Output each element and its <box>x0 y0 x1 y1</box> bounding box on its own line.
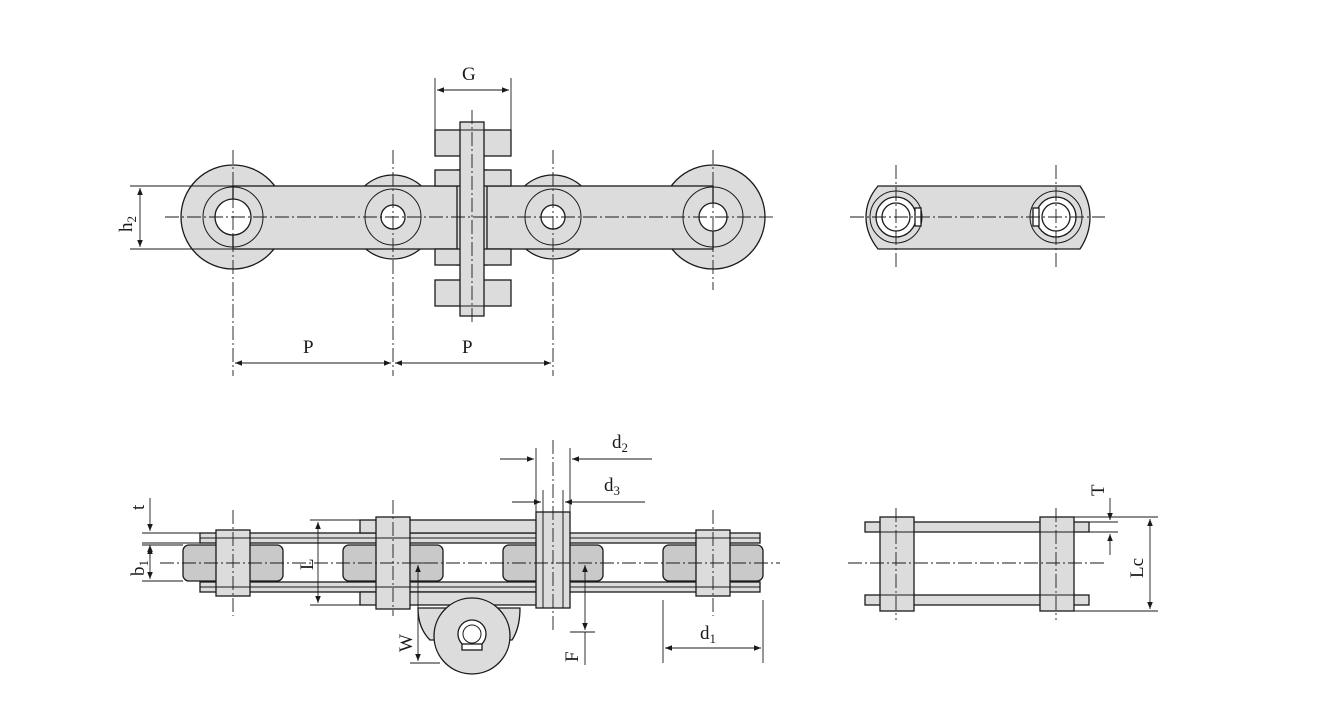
label-h2: h2 <box>116 216 139 232</box>
label-G: G <box>462 64 476 85</box>
label-d3: d3 <box>604 475 620 498</box>
label-T: T <box>1088 484 1109 496</box>
single-link-pin-left <box>879 516 915 612</box>
single-link-top-view: T Lc <box>848 484 1158 620</box>
label-L: L <box>297 558 318 570</box>
label-Lc: Lc <box>1127 558 1148 578</box>
single-link-pin-right <box>1039 516 1075 612</box>
label-W: W <box>396 634 417 652</box>
label-F: F <box>562 651 583 662</box>
side-view: G h2 P P <box>116 64 775 376</box>
label-d2: d2 <box>612 432 628 455</box>
label-P-right: P <box>462 337 473 358</box>
single-link-plate-upper <box>864 521 1090 533</box>
label-b1: b1 <box>128 560 151 576</box>
label-d1: d1 <box>700 623 716 646</box>
single-link-plate <box>865 185 1091 250</box>
single-link-side-view <box>850 165 1105 268</box>
single-link-plate-lower <box>864 594 1090 606</box>
top-view: d2 d3 t b1 L W F <box>128 432 780 675</box>
label-P-left: P <box>303 337 314 358</box>
label-t: t <box>128 504 149 510</box>
